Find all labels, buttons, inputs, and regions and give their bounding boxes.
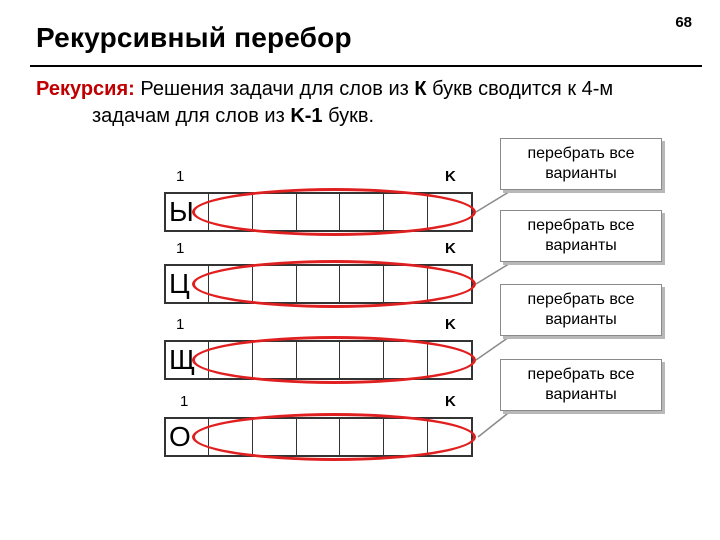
callout-3: перебрать все варианты (500, 284, 662, 336)
row-index-end: K (445, 393, 456, 410)
k-symbol: К (414, 78, 427, 100)
row-index-start: 1 (180, 393, 189, 410)
first-letter-cell: О (169, 421, 191, 452)
slide-title: Рекурсивный перебор (36, 22, 352, 53)
row-index-start: 1 (176, 240, 185, 257)
callout-pointer-1 (475, 189, 513, 213)
description-text-4: букв. (322, 105, 375, 127)
callout-line-2: варианты (545, 386, 617, 403)
description-line-2: задачам для слов из K-1 букв. (36, 103, 696, 130)
subproblem-oval-3 (192, 336, 476, 384)
recursion-label: Рекурсия: (36, 78, 135, 100)
first-letter-cell: Щ (169, 344, 196, 375)
row-index-end: K (445, 240, 456, 257)
callout-line-1: перебрать все (527, 145, 635, 162)
subproblem-oval-2 (192, 260, 476, 308)
callout-line-2: варианты (545, 237, 617, 254)
row-index-start: 1 (176, 316, 185, 333)
recursion-description: Рекурсия: Решения задачи для слов из К б… (36, 76, 696, 130)
callout-line-1: перебрать все (527, 291, 635, 308)
page-number: 68 (675, 14, 692, 31)
k-minus-1-symbol: K-1 (290, 105, 323, 127)
row-index-end: K (445, 168, 456, 185)
description-text-2: букв сводится к 4-м (426, 78, 614, 100)
callout-line-2: варианты (545, 165, 617, 182)
description-text-3: задачам для слов из (92, 105, 291, 127)
row-index-end: K (445, 316, 456, 333)
description-text-1: Решения задачи для слов из (134, 78, 415, 100)
callout-4: перебрать все варианты (500, 359, 662, 411)
callout-pointer-2 (475, 261, 513, 285)
callout-2: перебрать все варианты (500, 210, 662, 262)
callout-pointer-3 (475, 334, 513, 361)
subproblem-oval-1 (192, 188, 476, 236)
callout-line-1: перебрать все (527, 366, 635, 383)
callout-1: перебрать все варианты (500, 138, 662, 190)
title-divider (30, 65, 702, 67)
callout-line-2: варианты (545, 311, 617, 328)
callout-pointer-4 (477, 409, 513, 438)
subproblem-oval-4 (192, 413, 476, 461)
row-index-start: 1 (176, 168, 185, 185)
first-letter-cell: Ц (169, 268, 190, 299)
first-letter-cell: Ы (169, 196, 194, 227)
callout-line-1: перебрать все (527, 217, 635, 234)
